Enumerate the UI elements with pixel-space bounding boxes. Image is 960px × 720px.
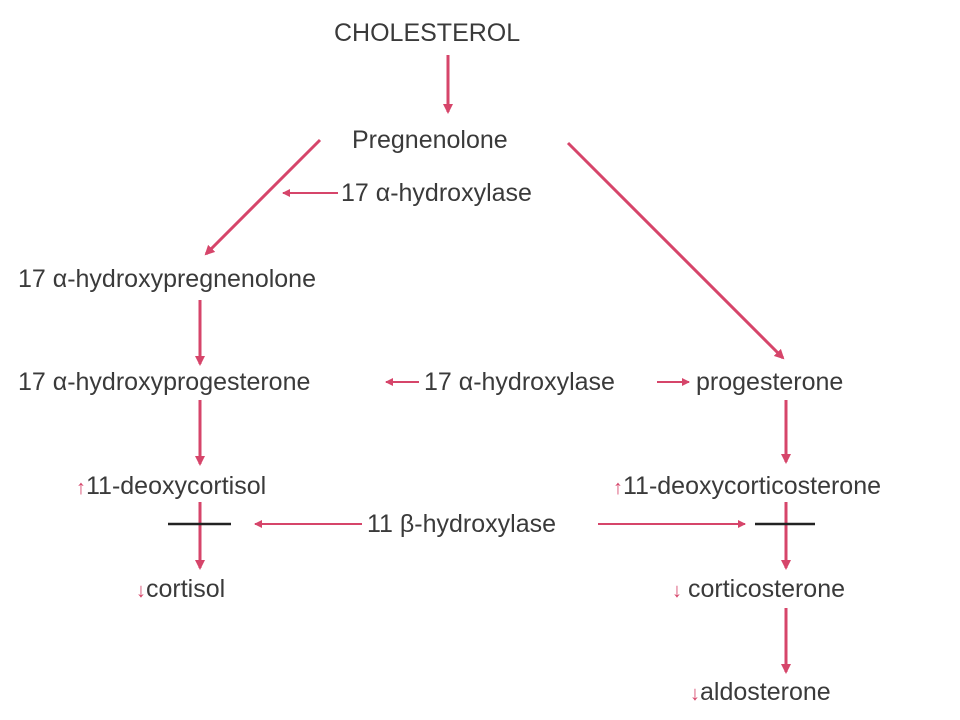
node-17-hydroxyprogesterone: 17 α-hydroxyprogesterone — [18, 368, 311, 396]
decrease-arrow-icon: ↓ — [136, 580, 146, 602]
node-corticosterone-label: corticosterone — [688, 575, 846, 603]
node-aldosterone: ↓aldosterone — [690, 677, 831, 709]
node-progesterone: progesterone — [696, 368, 844, 396]
node-11-deoxycortisol: ↑11-deoxycortisol — [76, 471, 266, 503]
enzyme-17-alpha-hydroxylase-top: 17 α-hydroxylase — [341, 179, 532, 207]
node-pregnenolone: Pregnenolone — [352, 126, 508, 154]
node-aldosterone-label: aldosterone — [700, 678, 831, 706]
increase-arrow-icon: ↑ — [76, 477, 86, 499]
enzyme-17-alpha-hydroxylase-mid: 17 α-hydroxylase — [424, 368, 615, 396]
node-11-deoxycortisol-label: 11-deoxycortisol — [86, 472, 267, 500]
enzyme-11-beta-hydroxylase: 11 β-hydroxylase — [367, 510, 557, 538]
arrow-pregnenolone-progesterone — [566, 141, 785, 360]
increase-arrow-icon: ↑ — [613, 477, 623, 499]
decrease-arrow-icon: ↓ — [690, 683, 700, 705]
node-17-hydroxypregnenolone: 17 α-hydroxypregnenolone — [18, 265, 316, 293]
decrease-arrow-icon: ↓ — [672, 580, 682, 602]
node-corticosterone: ↓ corticosterone — [672, 574, 845, 606]
node-11-deoxycorticosterone-label: 11-deoxycorticosterone — [623, 472, 882, 500]
node-cortisol: ↓cortisol — [136, 574, 225, 606]
arrow-pregnenolone-hydroxypregnenolone — [204, 138, 322, 256]
node-11-deoxycorticosterone: ↑11-deoxycorticosterone — [613, 471, 881, 503]
node-cortisol-label: cortisol — [146, 575, 226, 603]
node-cholesterol: CHOLESTEROL — [334, 19, 521, 47]
